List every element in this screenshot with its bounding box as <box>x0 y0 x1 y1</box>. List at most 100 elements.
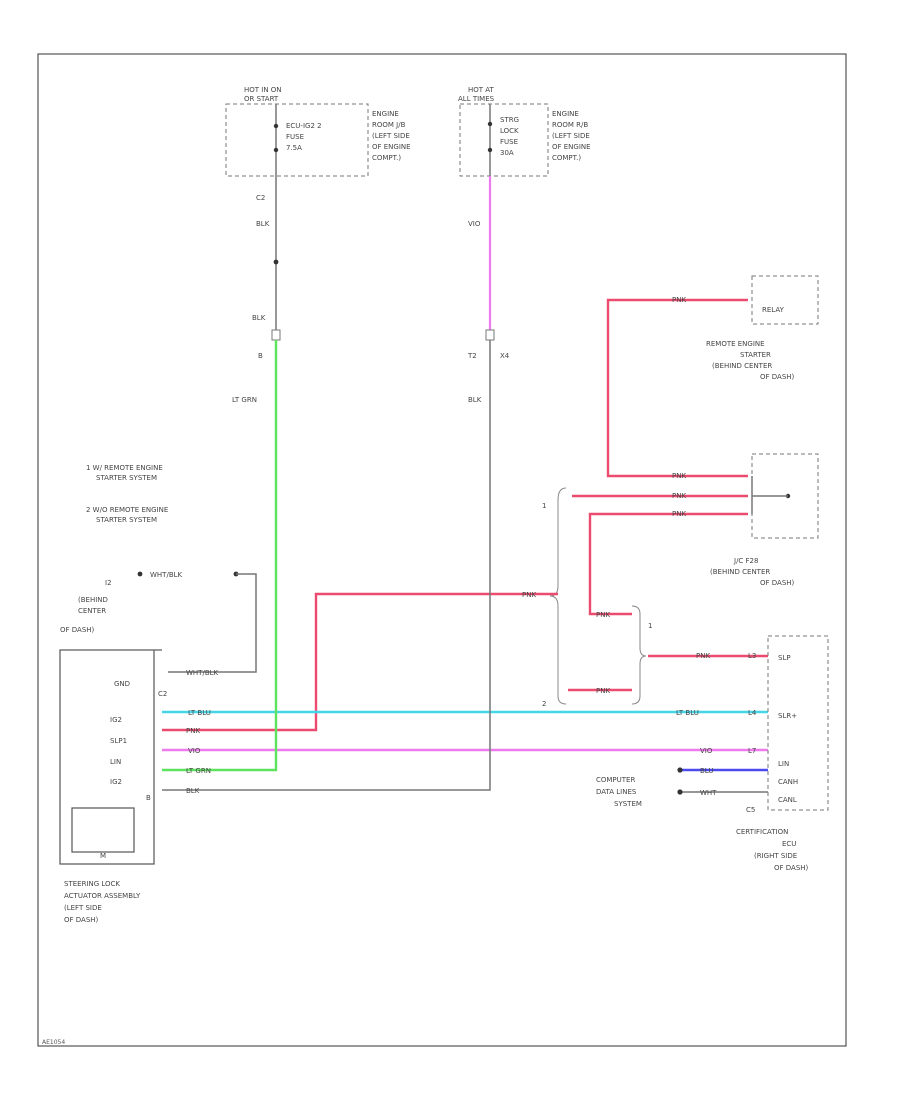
actuator-pin-gnd: GND <box>114 680 130 688</box>
pnk-junction-branch <box>588 512 748 616</box>
wire-color-vio: VIO <box>188 747 201 755</box>
wire-color-wht-blk: WHT/BLK <box>186 669 219 677</box>
wire-color-pnk: PNK <box>672 510 686 518</box>
fuse-word: FUSE <box>500 138 518 146</box>
fuse-location-2: ROOM R/B <box>552 121 588 129</box>
note-1-line1: 1 W/ REMOTE ENGINE <box>86 464 163 472</box>
pin-id: L7 <box>748 747 756 755</box>
actuator-motor-box <box>71 807 135 853</box>
relay-desc-4: OF DASH) <box>760 373 795 381</box>
data-line-point <box>677 767 683 773</box>
relay-desc-3: (BEHIND CENTER <box>712 362 772 370</box>
fuse-location-3: (LEFT SIDE <box>372 132 410 140</box>
pin-id: L3 <box>748 652 756 660</box>
wire-color-blk: BLK <box>468 396 482 404</box>
data-lines-label-1: COMPUTER <box>596 776 635 784</box>
actuator-desc-2: ACTUATOR ASSEMBLY <box>64 892 141 900</box>
cert-pin-canl: CANL <box>778 796 797 804</box>
fuse-location-4: OF ENGINE <box>372 143 411 151</box>
diagram-code: AE1054 <box>42 1039 65 1046</box>
wire-color-pnk: PNK <box>186 727 200 735</box>
fuse-name: ECU-IG2 2 <box>286 122 322 130</box>
wire-color-pnk: PNK <box>596 687 610 695</box>
ground-location-1: (BEHIND <box>78 596 108 604</box>
connector-t2-label: T2 <box>467 352 477 360</box>
wire-color-vio: VIO <box>700 747 713 755</box>
wire-color-lt-blu: LT BLU <box>676 709 699 717</box>
connector-c2-label: C2 <box>256 194 265 202</box>
pin-id: C5 <box>746 806 755 814</box>
fuse-word-2: LOCK <box>500 127 519 135</box>
variant-marker: 1 <box>542 502 546 510</box>
fuse-location-3: (LEFT SIDE <box>552 132 590 140</box>
motor-symbol: M <box>100 852 106 860</box>
variant-marker: 2 <box>542 700 546 708</box>
wire-color-pnk: PNK <box>672 492 686 500</box>
data-line-point <box>677 789 683 795</box>
wire-color-blk: BLK <box>186 787 200 795</box>
relay-outline <box>751 275 819 325</box>
variant-marker: 1 <box>648 622 652 630</box>
relay-desc-2: STARTER <box>740 351 771 359</box>
cert-pin-slp: SLP <box>778 654 791 662</box>
wire-color-blk: BLK <box>252 314 266 322</box>
actuator-pin-ig2: IG2 <box>110 716 122 724</box>
actuator-pin-ig2-2: IG2 <box>110 778 122 786</box>
cert-desc-3: (RIGHT SIDE <box>754 852 797 860</box>
data-lines-label-2: DATA LINES <box>596 788 637 796</box>
wire-color-blu: BLU <box>700 767 713 775</box>
cert-desc-2: ECU <box>782 840 796 848</box>
inline-connector <box>485 329 495 341</box>
pnk-relay-wire <box>606 298 748 478</box>
actuator-pin-slp1: SLP1 <box>110 737 127 745</box>
steering-lock-actuator <box>59 649 155 865</box>
fuse-location-4: OF ENGINE <box>552 143 591 151</box>
wire-color-blk: BLK <box>256 220 270 228</box>
engine-room-jb-outline <box>225 103 369 177</box>
jc-desc-3: OF DASH) <box>760 579 795 587</box>
wire-color-lt-grn: LT GRN <box>186 767 211 775</box>
pin-b-label: B <box>258 352 263 360</box>
wire-color-pnk: PNK <box>522 591 536 599</box>
relay-label: RELAY <box>762 306 785 314</box>
hot-label-line1: HOT IN ON <box>244 86 282 94</box>
ground-location-3: OF DASH) <box>60 626 95 634</box>
strg-lock-fuse-box: HOT AT ALL TIMES STRG LOCK FUSE 30A ENGI… <box>458 86 591 177</box>
hot-label-line2: OR START <box>244 95 279 103</box>
pin-id: L4 <box>748 709 757 717</box>
wire-color-lt-blu: LT BLU <box>188 709 211 717</box>
wire-color-pnk: PNK <box>672 472 686 480</box>
ecu-ig2-fuse-box: HOT IN ON OR START ECU-IG2 2 FUSE 7.5A E… <box>225 86 411 177</box>
ground-location-2: CENTER <box>78 607 106 615</box>
note-2-line2: STARTER SYSTEM <box>96 516 157 524</box>
actuator-pin-lin: LIN <box>110 758 121 766</box>
lt-grn-wire <box>162 340 278 772</box>
fuse-location-2: ROOM J/B <box>372 121 406 129</box>
connector-x4-label: X4 <box>500 352 510 360</box>
hot-label-line2: ALL TIMES <box>458 95 495 103</box>
note-1-line2: STARTER SYSTEM <box>96 474 157 482</box>
variant-brace-left <box>549 487 567 705</box>
pin-id: C2 <box>158 690 167 698</box>
pnk-slp1-wire <box>162 592 558 732</box>
ground-id: I2 <box>105 579 112 587</box>
wire-color-pnk: PNK <box>596 611 610 619</box>
actuator-desc-4: OF DASH) <box>64 916 99 924</box>
actuator-desc-3: (LEFT SIDE <box>64 904 102 912</box>
fuse-terminal-top <box>487 121 493 127</box>
note-2-line1: 2 W/O REMOTE ENGINE <box>86 506 168 514</box>
wht-blk-ground-wire <box>168 573 257 673</box>
wire-color-pnk: PNK <box>672 296 686 304</box>
blk-ground-wire <box>162 340 491 791</box>
splice-point <box>273 259 279 265</box>
hot-label-line1: HOT AT <box>468 86 495 94</box>
wire-color-lt-grn: LT GRN <box>232 396 257 404</box>
wire-color-wht: WHT <box>700 789 717 797</box>
fuse-word: FUSE <box>286 133 304 141</box>
fuse-location-5: COMPT.) <box>372 154 401 162</box>
actuator-pin-b: B <box>146 794 151 802</box>
jc-desc-2: (BEHIND CENTER <box>710 568 770 576</box>
data-lines-label-3: SYSTEM <box>614 800 642 808</box>
cert-desc-4: OF DASH) <box>774 864 809 872</box>
